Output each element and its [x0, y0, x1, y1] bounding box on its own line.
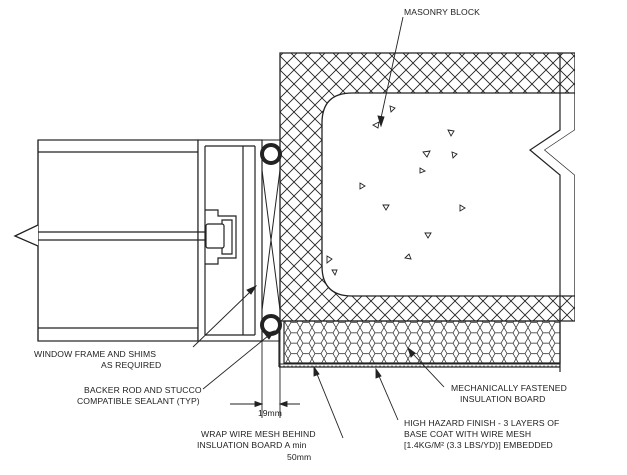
label-window-frame-line2: AS REQUIRED [101, 360, 161, 370]
dimension-label-19mm: 19mm [258, 408, 282, 418]
label-mech-fastened-line2: INSULATION BOARD [460, 394, 545, 404]
label-backer-rod-line2: COMPATIBLE SEALANT (TYP) [77, 396, 200, 406]
backer-rod-top [260, 143, 282, 165]
dimension-19mm [230, 341, 300, 418]
insulation-board [278, 318, 561, 372]
label-wrap-mesh-line2: INSLUATION BOARD A min [197, 440, 307, 450]
masonry-break-mask [545, 50, 627, 325]
label-high-hazard-line1: HIGH HAZARD FINISH - 3 LAYERS OF [404, 418, 559, 428]
backer-rod-bottom [260, 314, 282, 336]
masonry-cavity [321, 92, 576, 297]
label-wrap-mesh-line3: 50mm [287, 452, 311, 462]
shims [261, 139, 281, 342]
annotations: MASONRY BLOCK WINDOW FRAME AND SHIMS AS … [34, 7, 567, 462]
leader-lines [192, 16, 445, 439]
label-high-hazard-line2: BASE COAT WITH WIRE MESH [404, 429, 531, 439]
label-backer-rod-line1: BACKER ROD AND STUCCO [84, 385, 202, 395]
concrete-aggregate [326, 105, 466, 277]
masonry-break-line [528, 53, 561, 321]
label-masonry-block: MASONRY BLOCK [404, 7, 480, 17]
backer-rods [260, 143, 282, 336]
label-high-hazard-line3: [1.4KG/M² (3.3 LBS/YD)] EMBEDDED [404, 440, 553, 450]
label-window-frame-line1: WINDOW FRAME AND SHIMS [34, 349, 156, 359]
label-mech-fastened-line1: MECHANICALLY FASTENED [451, 383, 567, 393]
masonry-block [279, 50, 627, 325]
label-wrap-mesh-line1: WRAP WIRE MESH BEHIND [201, 429, 316, 439]
window-frame [13, 139, 263, 342]
